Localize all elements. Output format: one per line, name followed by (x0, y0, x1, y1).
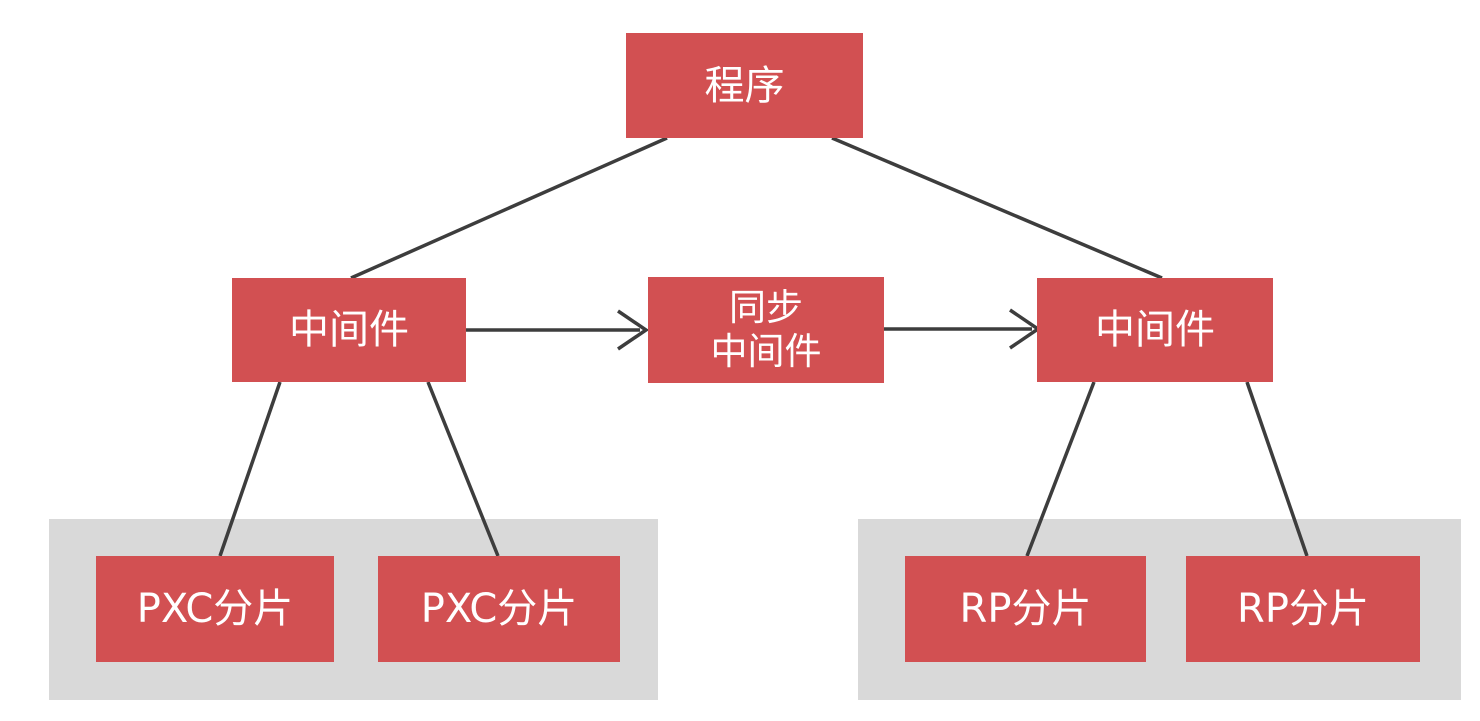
node-rp-shard-1: RP分片 (905, 556, 1146, 662)
node-pxc-shard-1-label: PXC分片 (136, 586, 294, 632)
node-sync-middleware-label: 同步 中间件 (710, 285, 822, 373)
node-pxc-shard-1: PXC分片 (96, 556, 334, 662)
node-program: 程序 (626, 33, 863, 138)
node-rp-shard-2: RP分片 (1186, 556, 1420, 662)
node-pxc-shard-2-label: PXC分片 (420, 586, 578, 632)
node-program-label: 程序 (704, 62, 785, 109)
edge-middleware-right-rp1 (1025, 381, 1096, 557)
node-pxc-shard-2: PXC分片 (378, 556, 620, 662)
node-middleware-right-label: 中间件 (1095, 307, 1215, 353)
node-rp-shard-2-label: RP分片 (1237, 586, 1369, 632)
node-sync-middleware: 同步 中间件 (648, 277, 884, 383)
node-middleware-left: 中间件 (232, 278, 466, 382)
edge-middleware-left-pxc1 (218, 381, 282, 557)
edge-middleware-right-rp2 (1245, 381, 1309, 557)
arrowhead-sync-left (617, 309, 650, 351)
node-rp-shard-1-label: RP分片 (959, 586, 1092, 632)
edge-middleware-left-pxc2 (426, 381, 500, 557)
edge-program-middleware-right (831, 136, 1163, 280)
edge-program-middleware-left (350, 136, 668, 280)
node-middleware-right: 中间件 (1037, 278, 1273, 382)
node-middleware-left-label: 中间件 (289, 307, 409, 353)
